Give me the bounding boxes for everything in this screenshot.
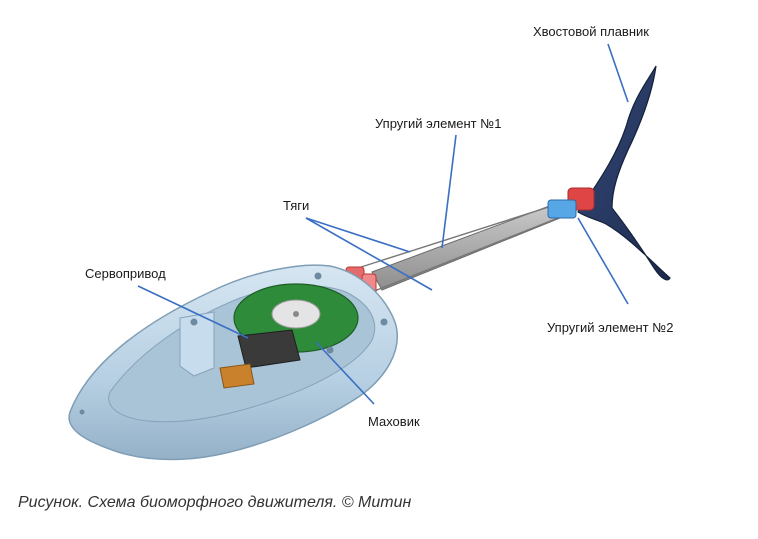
spine-beam <box>371 204 561 291</box>
hull-screws <box>79 272 388 415</box>
leader-lines <box>137 43 629 405</box>
label-elastic-element-1: Упругий элемент №1 <box>375 116 502 131</box>
figure-caption: Рисунок. Схема биоморфного движителя. © … <box>18 494 412 511</box>
label-flywheel: Маховик <box>368 414 420 429</box>
rod-lower <box>361 217 559 297</box>
label-servo: Сервопривод <box>85 266 166 281</box>
label-rods: Тяги <box>283 198 310 213</box>
connector-tail <box>547 187 595 219</box>
propulsor-diagram <box>68 43 671 461</box>
tail-fin <box>577 65 671 281</box>
hull-bracket <box>179 311 215 377</box>
rod-upper <box>357 204 556 269</box>
label-tail-fin: Хвостовой плавник <box>533 24 649 39</box>
servo <box>219 329 301 389</box>
label-elastic-element-2: Упругий элемент №2 <box>547 320 674 335</box>
